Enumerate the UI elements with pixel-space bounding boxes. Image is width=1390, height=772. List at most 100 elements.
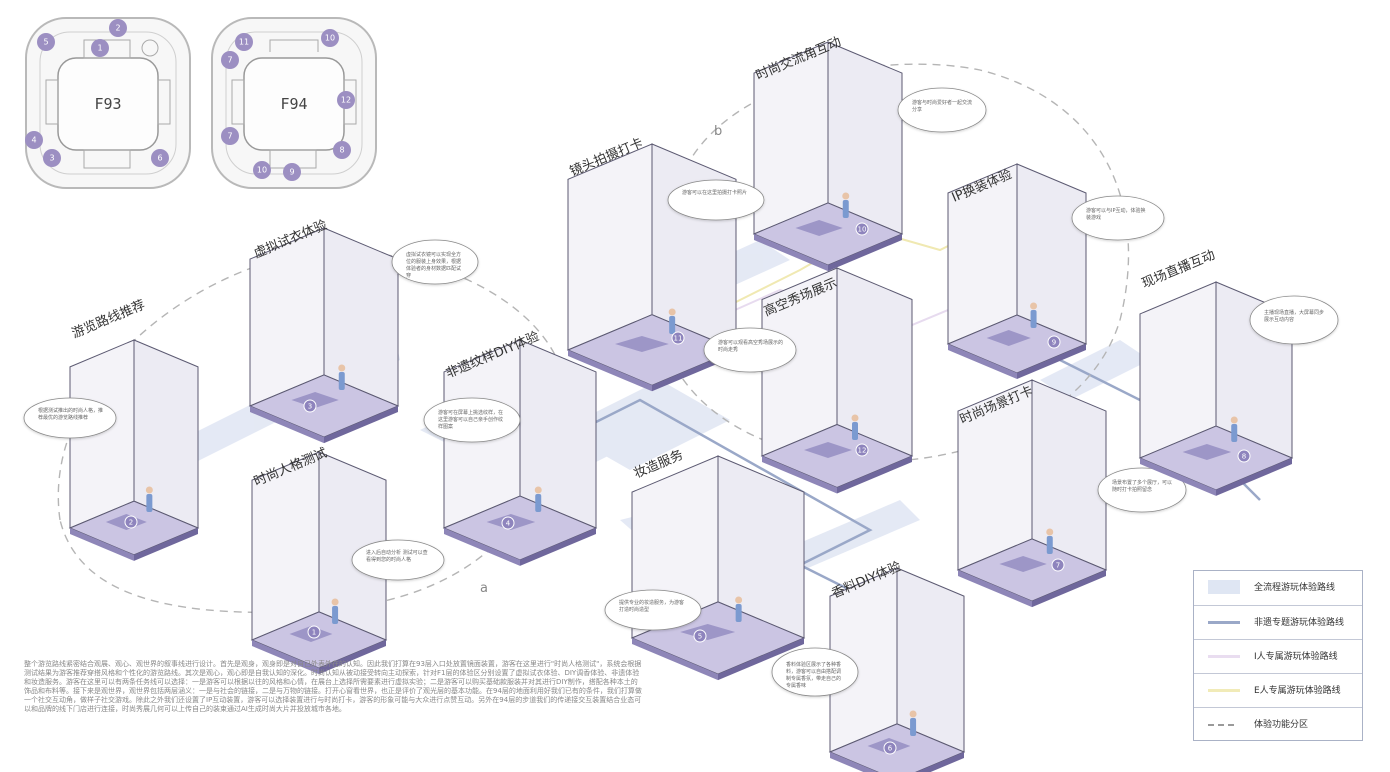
room-floor-edge (830, 752, 878, 772)
svg-text:11: 11 (674, 334, 683, 342)
plan-marker: 7 (221, 51, 239, 69)
visitor-figure (1046, 536, 1053, 554)
svg-text:9: 9 (289, 168, 294, 177)
svg-text:3: 3 (308, 402, 312, 410)
room-number-marker: 7 (1051, 558, 1065, 572)
floor-plan-label-f93: F93 (94, 95, 121, 113)
plan-marker: 2 (109, 19, 127, 37)
plan-marker: 7 (221, 127, 239, 145)
room-floor-edge (948, 344, 1017, 379)
bubble-text: 场景布置了多个展厅，可以随时打卡拍照留念 (1112, 479, 1172, 493)
bubble-text: 根据测试推出的时尚人格，推荐最优的游览路线推荐 (38, 407, 103, 421)
room-floor-edge (70, 528, 134, 561)
floor-plan-f93: F93 1 2 3 4 5 6 (25, 17, 191, 189)
visitor-figure (852, 422, 858, 440)
bubble-text: 虚拟试衣镜可以实现全方位的服装上身效果，根据体验者的身材数据匹配试穿 (406, 251, 461, 279)
speech-bubble: 虚拟试衣镜可以实现全方位的服装上身效果，根据体验者的身材数据匹配试穿 (391, 239, 479, 285)
speech-bubble: 主播现场直播，大屏幕同步展示互动内容 (1249, 295, 1339, 345)
svg-text:3: 3 (49, 154, 54, 163)
svg-text:4: 4 (31, 136, 36, 145)
svg-text:5: 5 (698, 632, 702, 640)
room-floor-edge (1140, 458, 1216, 496)
legend-label: 全流程游玩体验路线 (1254, 583, 1336, 593)
description-text: 整个游览路线紧密结合观展、观心、观世界的叙事线进行设计。首先是观身，观身即是对自… (24, 660, 642, 713)
room-number-marker: 12 (855, 443, 869, 457)
room-number-marker: 11 (671, 331, 685, 345)
room-wall-right (651, 143, 737, 351)
room-number-marker: 9 (1047, 335, 1061, 349)
room-title: 游览路线推荐 (69, 297, 147, 342)
plan-marker: 4 (25, 131, 43, 149)
plan-marker: 11 (235, 33, 253, 51)
legend-swatch-zone (1208, 724, 1234, 726)
bubble-text: 游客可以与IP互动，体验换装游戏 (1086, 207, 1146, 221)
room-floor-edge (1032, 570, 1106, 608)
room-furniture (1182, 444, 1232, 460)
room-wall-right (827, 41, 903, 235)
speech-bubble: 游客可以观看高空秀场展示的时尚走秀 (703, 327, 797, 373)
legend-label: E人专属游玩体验路线 (1254, 686, 1341, 696)
visitor-figure (332, 606, 339, 624)
room-floor-edge (828, 234, 902, 272)
visitor-figure (735, 604, 742, 622)
speech-bubble: 游客可以与IP互动，体验换装游戏 (1071, 195, 1165, 241)
visitor-figure (1046, 528, 1054, 536)
svg-text:7: 7 (1056, 561, 1060, 569)
room-wall-right (1016, 163, 1087, 345)
room-6: 香料DIY体验香料体验区展示了各种香料，游客可以自由搭配调制专属香氛，带走自己的… (771, 558, 966, 772)
room-floor-edge (444, 528, 520, 566)
room-number-marker: 3 (303, 399, 317, 413)
plan-marker: 10 (321, 29, 339, 47)
visitor-figure (145, 486, 153, 494)
speech-bubble: 游客可在屏幕上挑选纹样，在这里游客可以自己亲手创作纹样图案 (423, 397, 521, 443)
room-floor-edge (252, 640, 319, 675)
room-floor-edge (958, 570, 1032, 608)
room-number-marker: 4 (501, 516, 515, 530)
svg-text:1: 1 (312, 628, 316, 636)
plan-marker: 1 (91, 39, 109, 57)
room-number-marker: 10 (855, 222, 869, 236)
legend-swatch-i-route (1208, 655, 1240, 658)
bubble-text: 主播现场直播，大屏幕同步展示互动内容 (1264, 309, 1324, 323)
room-floor-edge (568, 350, 652, 392)
svg-text:10: 10 (858, 225, 867, 233)
plan-marker: 5 (37, 33, 55, 51)
legend-item: 非遗专题游玩体验路线 (1194, 605, 1362, 639)
speech-bubble: 游客与时尚爱好者一起交流分享 (897, 87, 987, 133)
room-wall-right (1031, 379, 1107, 571)
room-furniture (291, 392, 339, 408)
svg-text:9: 9 (1052, 338, 1056, 346)
visitor-figure (842, 192, 850, 200)
speech-bubble: 场景布置了多个展厅，可以随时打卡拍照留念 (1097, 467, 1187, 513)
visitor-figure (909, 710, 917, 718)
bubble-text: 游客可在屏幕上挑选纹样，在这里游客可以自己亲手创作纹样图案 (438, 409, 503, 430)
room-floor-edge (1216, 458, 1292, 496)
room-number-marker: 6 (883, 741, 897, 755)
svg-text:7: 7 (227, 132, 232, 141)
room-number-marker: 5 (693, 629, 707, 643)
svg-text:2: 2 (129, 518, 133, 526)
legend-label: I人专属游玩体验路线 (1254, 652, 1338, 662)
floor-plan-label-f94: F94 (280, 95, 307, 113)
visitor-figure (146, 494, 153, 512)
visitor-figure (331, 598, 339, 606)
svg-text:12: 12 (858, 446, 867, 454)
room-floor-edge (324, 406, 398, 444)
visitor-figure (1230, 416, 1238, 424)
legend-swatch-e-route (1208, 689, 1240, 692)
bubble-text: 游客可以观看高空秀场展示的时尚走秀 (718, 339, 783, 353)
visitor-figure (842, 200, 849, 218)
svg-text:1: 1 (97, 44, 102, 53)
bubble-text: 游客可以在这里拍摄打卡照片 (682, 189, 747, 196)
legend-item: I人专属游玩体验路线 (1194, 639, 1362, 673)
route-letter-a: a (480, 581, 488, 596)
legend-label: 非遗专题游玩体验路线 (1254, 618, 1345, 628)
room-floor-edge (762, 456, 837, 494)
legend: 全流程游玩体验路线 非遗专题游玩体验路线 I人专属游玩体验路线 E人专属游玩体验… (1193, 570, 1363, 741)
visitor-figure (1030, 310, 1037, 328)
